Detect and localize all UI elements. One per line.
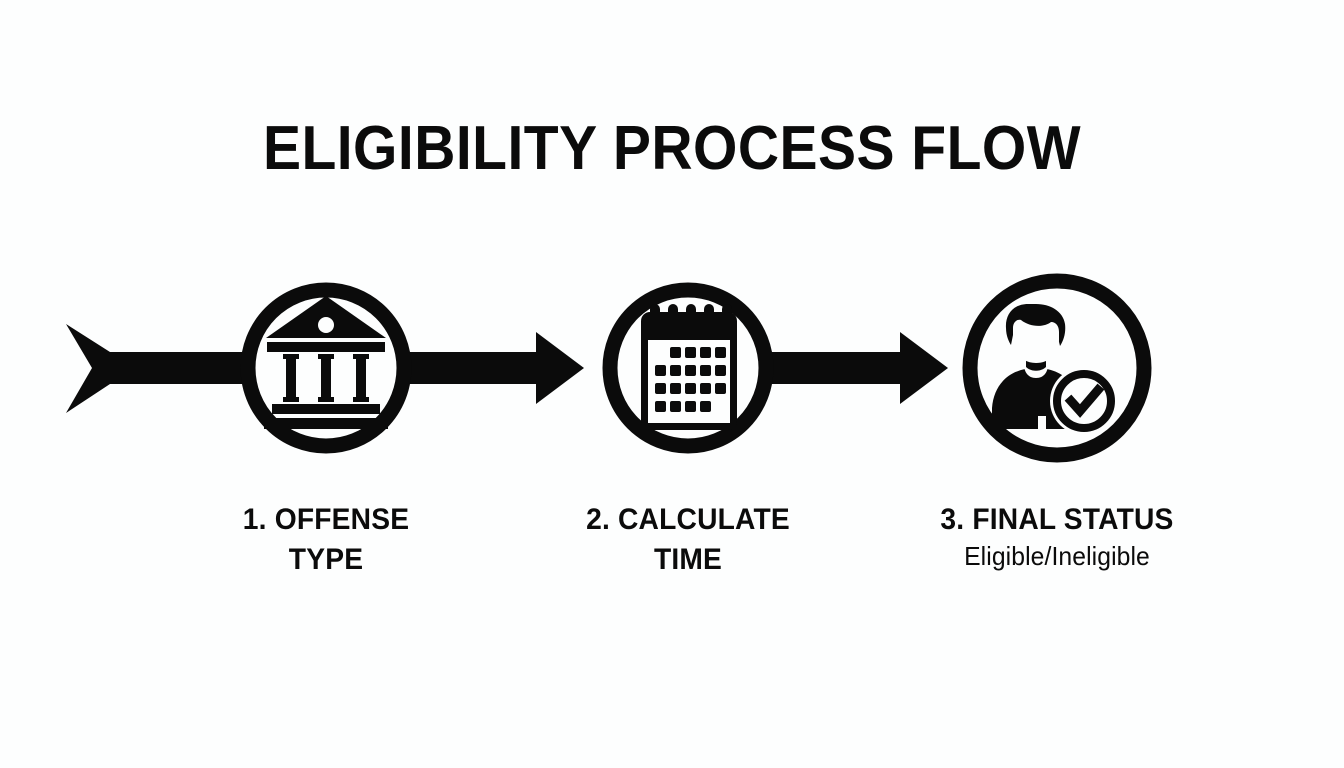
- step-3-label: 3. FINAL STATUS Eligible/Ineligible: [907, 500, 1207, 573]
- step-1-node[interactable]: [240, 282, 412, 454]
- process-flow-graphic: [0, 268, 1344, 478]
- entry-arrow: [66, 324, 246, 413]
- step-3-subtitle: Eligible/Ineligible: [964, 540, 1150, 571]
- calendar-icon: [641, 304, 737, 430]
- step-2-node[interactable]: [602, 282, 774, 454]
- step-3-title-line-1: 3. FINAL STATUS: [940, 503, 1174, 536]
- step-3-node[interactable]: [962, 273, 1152, 463]
- step-2-title-line-1: 2. CALCULATE: [586, 503, 790, 536]
- flow-svg: [66, 273, 1152, 463]
- user-verified-icon: [992, 304, 1118, 435]
- step-1-title-line-2: TYPE: [288, 542, 364, 576]
- step-2-label: 2. CALCULATE TIME: [538, 500, 838, 579]
- step-2-title-line-2: TIME: [653, 542, 723, 576]
- step-1-label: 1. OFFENSE TYPE: [176, 500, 476, 579]
- step-1-title-line-1: 1. OFFENSE: [242, 503, 410, 536]
- page-title: ELIGIBILITY PROCESS FLOW: [262, 114, 1082, 183]
- courthouse-icon: [264, 296, 388, 429]
- connector-arrow-1: [408, 332, 584, 404]
- user-face-overlay: [1013, 319, 1059, 363]
- connector-arrow-2: [772, 332, 948, 404]
